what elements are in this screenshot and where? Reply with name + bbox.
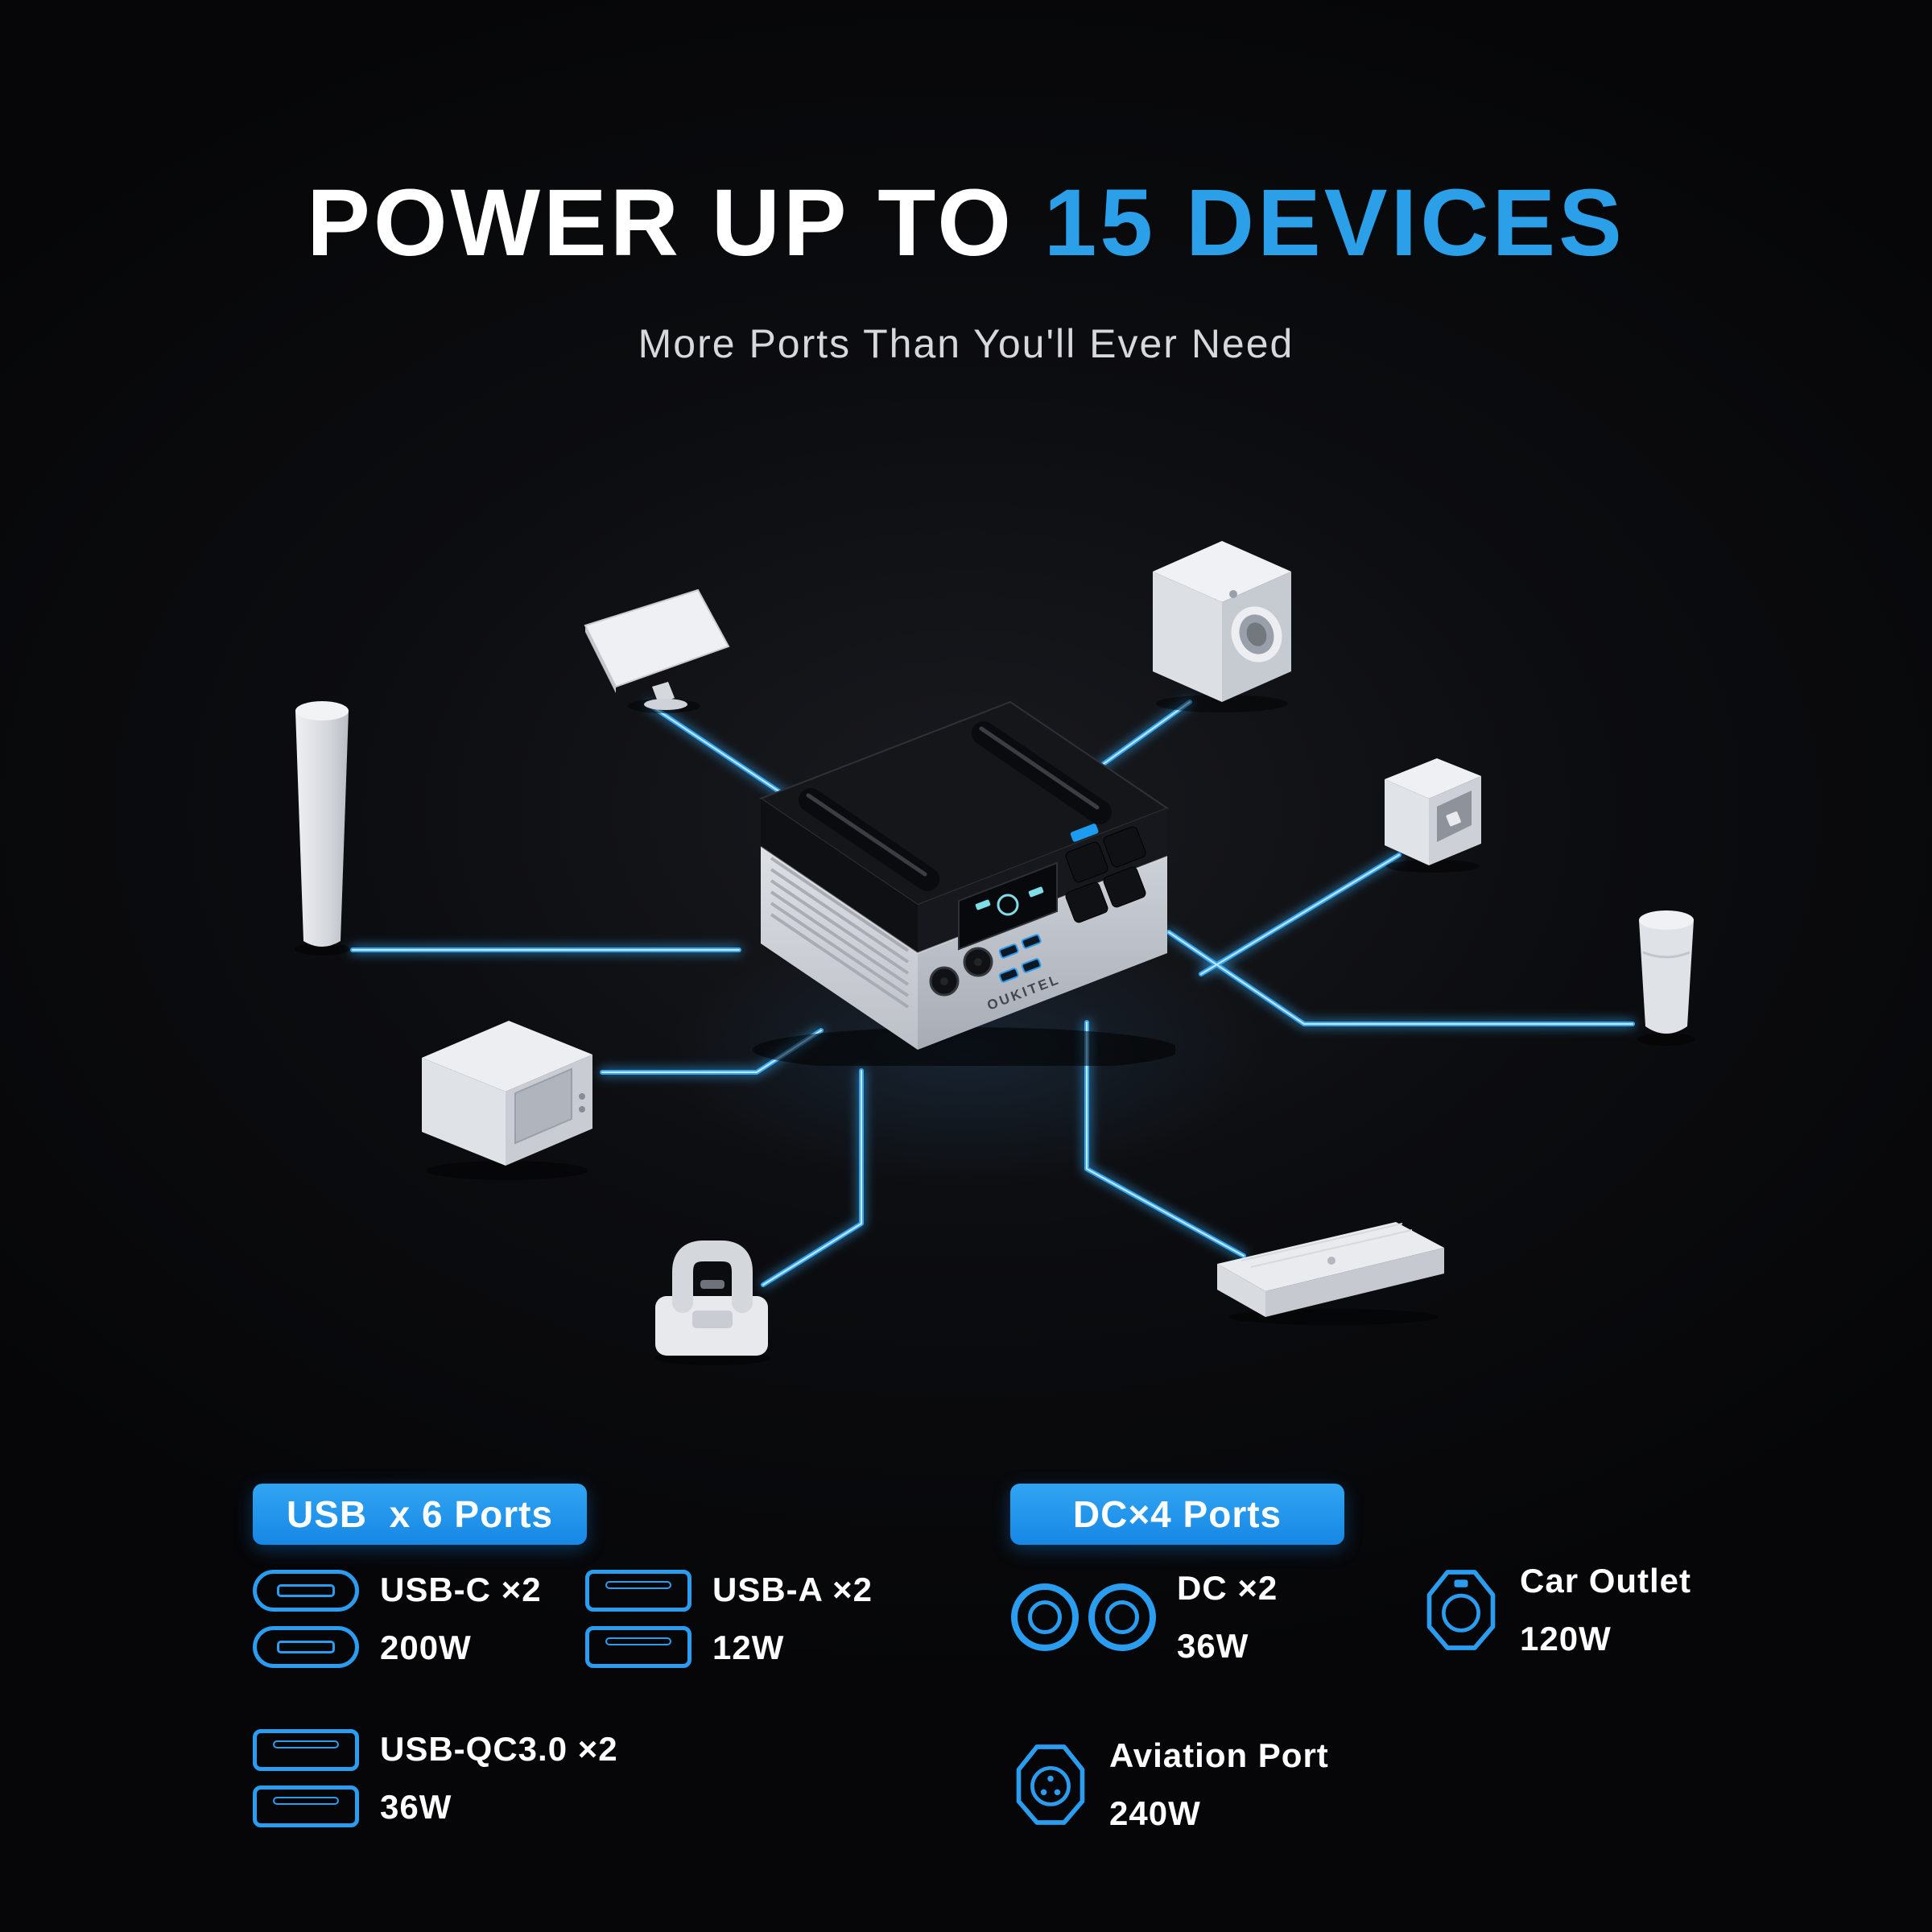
usb-qc3-port-icon <box>253 1729 359 1827</box>
usb-a-watts: 12W <box>712 1629 785 1666</box>
dc-port-inner-ring <box>1105 1600 1139 1634</box>
washing-machine-illustration <box>1143 531 1300 712</box>
usb-a-port-shape <box>585 1626 691 1668</box>
dc-port-icon <box>1011 1583 1156 1651</box>
usb-qc3-spec: USB-QC3.0 ×2 36W <box>253 1729 618 1827</box>
usb-qc3-port-shape <box>253 1729 359 1771</box>
power-station-illustration: OUKITEL <box>724 686 1179 1072</box>
station-usb-ports <box>998 934 1042 983</box>
usb-c-port-shape <box>253 1570 359 1612</box>
usb-c-label: USB-C ×2 <box>380 1571 542 1608</box>
usb-a-pin <box>605 1581 671 1590</box>
dc-watts: 36W <box>1177 1627 1249 1665</box>
usb-c-pin <box>277 1641 335 1653</box>
aviation-port-label: Aviation Port <box>1109 1736 1329 1774</box>
handheld-blender-illustration <box>1624 906 1709 1046</box>
aviation-port-icon <box>1016 1744 1085 1825</box>
monitor-illustration <box>576 584 737 716</box>
usb-a-port-shape <box>585 1570 691 1612</box>
station-dc-ports <box>929 947 993 997</box>
car-outlet-watts: 120W <box>1520 1620 1612 1657</box>
usb-qc3-watts: 36W <box>380 1788 452 1826</box>
usb-ports-badge: USB x 6 Ports <box>253 1484 587 1545</box>
car-outlet-spec: Car Outlet 120W <box>1423 1564 1691 1656</box>
subtitle: More Ports Than You'll Ever Need <box>638 321 1294 366</box>
usb-a-spec: USB-A ×2 12W <box>585 1570 873 1668</box>
vent-slats <box>770 857 910 1009</box>
dc-port-inner-ring <box>1028 1600 1062 1634</box>
usb-a-pin <box>605 1637 671 1646</box>
usb-qc3-label: USB-QC3.0 ×2 <box>380 1730 618 1768</box>
usb-c-port-shape <box>253 1626 359 1668</box>
ac-outlets <box>1065 824 1146 923</box>
usb-c-pin <box>277 1584 335 1597</box>
aviation-port-spec: Aviation Port 240W <box>1013 1739 1329 1831</box>
espresso-machine-illustration <box>644 1233 781 1366</box>
usb-qc3-pin <box>273 1740 339 1749</box>
usb-qc3-pin <box>273 1797 339 1806</box>
usb-c-watts: 200W <box>380 1629 472 1666</box>
dc-spec: DC ×2 36W <box>1011 1571 1278 1663</box>
aviation-port-watts: 240W <box>1109 1794 1201 1832</box>
dc-ports-badge: DC×4 Ports <box>1010 1484 1344 1545</box>
car-outlet-label: Car Outlet <box>1520 1562 1692 1600</box>
usb-c-port-icon <box>253 1570 359 1668</box>
microwave-illustration <box>411 1008 604 1181</box>
floor-lamp-illustration <box>292 700 352 956</box>
soundbar-illustration <box>1209 1214 1451 1327</box>
dc-port-shape <box>1088 1583 1156 1651</box>
station-display <box>958 861 1058 951</box>
usb-c-spec: USB-C ×2 200W <box>253 1570 542 1668</box>
usb-qc3-port-shape <box>253 1785 359 1827</box>
dc-port-shape <box>1011 1583 1079 1651</box>
usb-a-label: USB-A ×2 <box>712 1571 873 1608</box>
line-handheld-blender <box>1166 930 1635 1026</box>
title-accent-part: 15 DEVICES <box>1043 170 1625 276</box>
coffee-maker-illustration <box>1377 749 1489 873</box>
title-white-part: POWER UP TO <box>307 170 1044 276</box>
usb-a-port-icon <box>585 1570 691 1668</box>
title-block: POWER UP TO 15 DEVICES More Ports Than Y… <box>0 175 1932 367</box>
dc-label: DC ×2 <box>1177 1569 1278 1607</box>
page-title: POWER UP TO 15 DEVICES <box>0 175 1932 270</box>
car-outlet-icon <box>1426 1570 1496 1650</box>
